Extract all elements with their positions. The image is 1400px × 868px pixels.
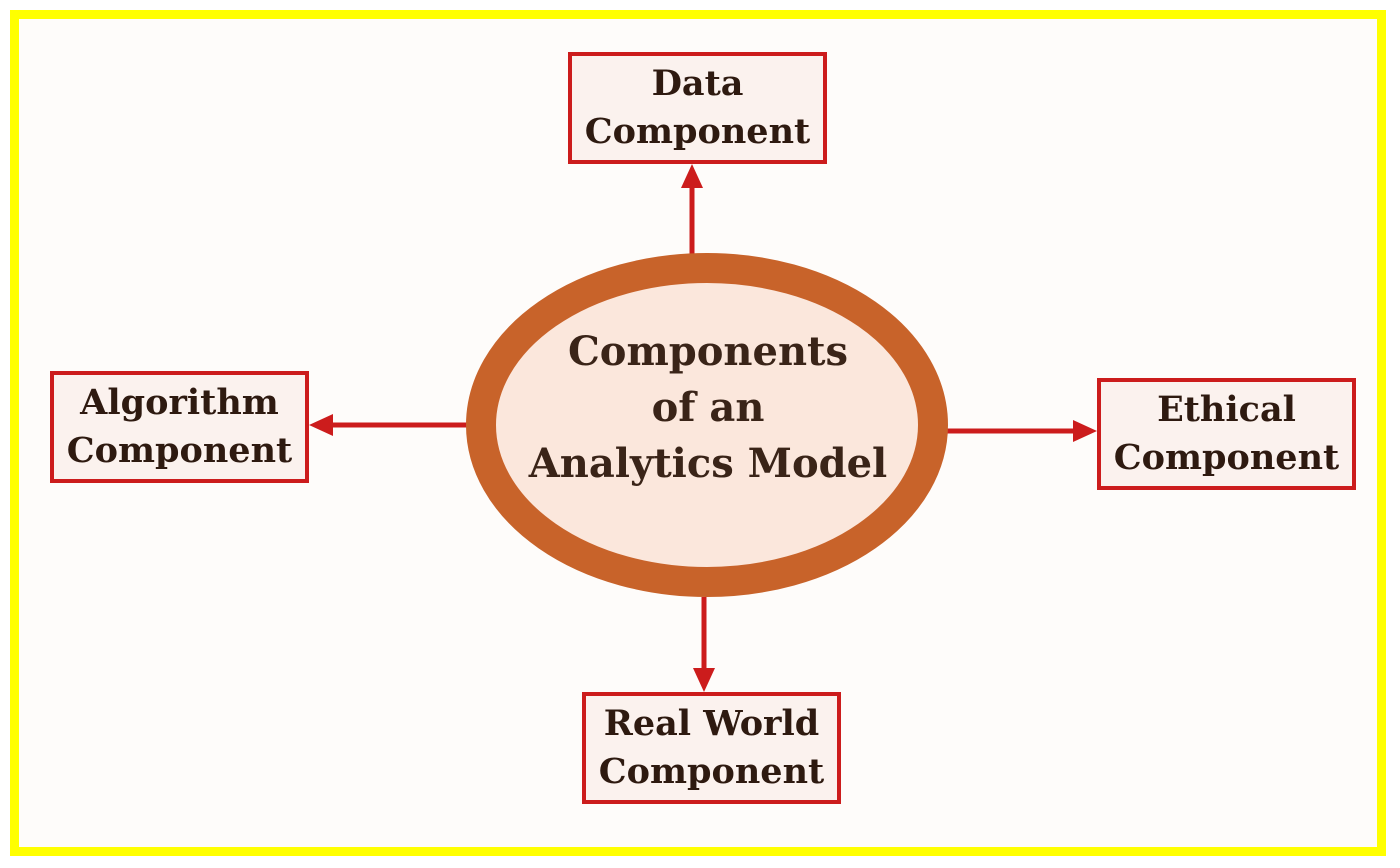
center-ellipse [466, 253, 948, 597]
data-component-line1: Data [651, 63, 744, 104]
data-component-line2: Component [584, 111, 811, 152]
algorithm-component-box: Algorithm Component [50, 371, 309, 483]
real-world-component-line1: Real World [603, 703, 820, 744]
ethical-component-line2: Component [1113, 437, 1340, 478]
arrow-up [681, 164, 703, 255]
algorithm-component-line1: Algorithm [80, 382, 279, 423]
ethical-component-line1: Ethical [1157, 389, 1296, 430]
center-label-line1: Components [567, 328, 849, 375]
ethical-component-box: Ethical Component [1097, 378, 1356, 490]
real-world-component-box: Real World Component [582, 692, 841, 804]
real-world-component-line2: Component [598, 751, 825, 792]
center-label-line3: Analytics Model [528, 440, 888, 487]
center-label-line2: of an [651, 384, 765, 431]
arrow-left [309, 414, 468, 436]
algorithm-component-line2: Component [66, 430, 293, 471]
arrow-down [693, 597, 715, 692]
arrow-right [947, 420, 1097, 442]
data-component-box: Data Component [568, 52, 827, 164]
center-label: Components of an Analytics Model [470, 318, 946, 498]
